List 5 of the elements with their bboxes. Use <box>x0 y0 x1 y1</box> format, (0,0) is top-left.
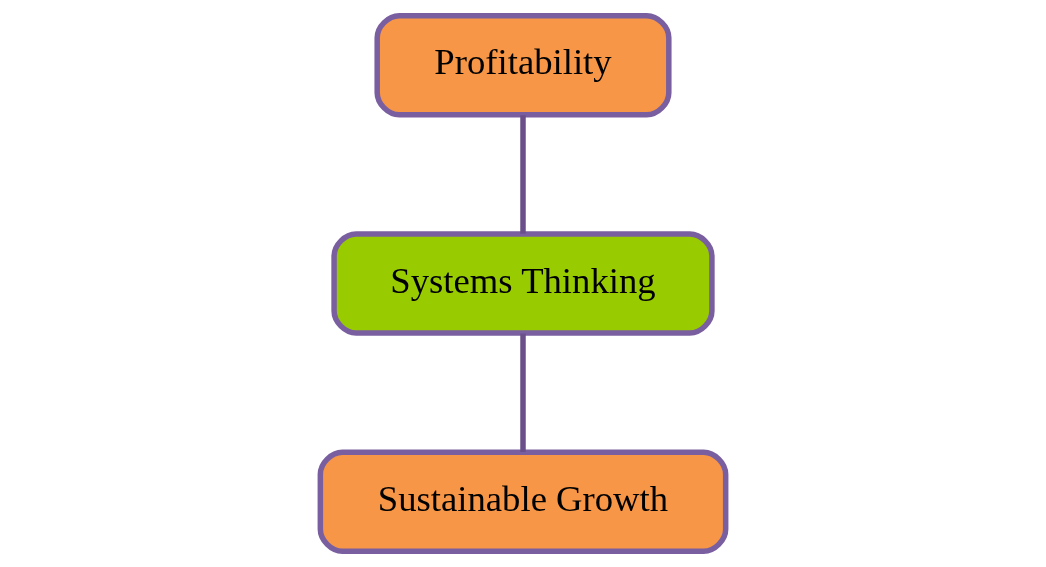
node-box: Sustainable Growth <box>317 449 729 554</box>
node-box: Profitability <box>374 13 672 118</box>
connector <box>520 333 526 452</box>
connector <box>520 115 526 234</box>
node-box: Systems Thinking <box>331 231 715 336</box>
